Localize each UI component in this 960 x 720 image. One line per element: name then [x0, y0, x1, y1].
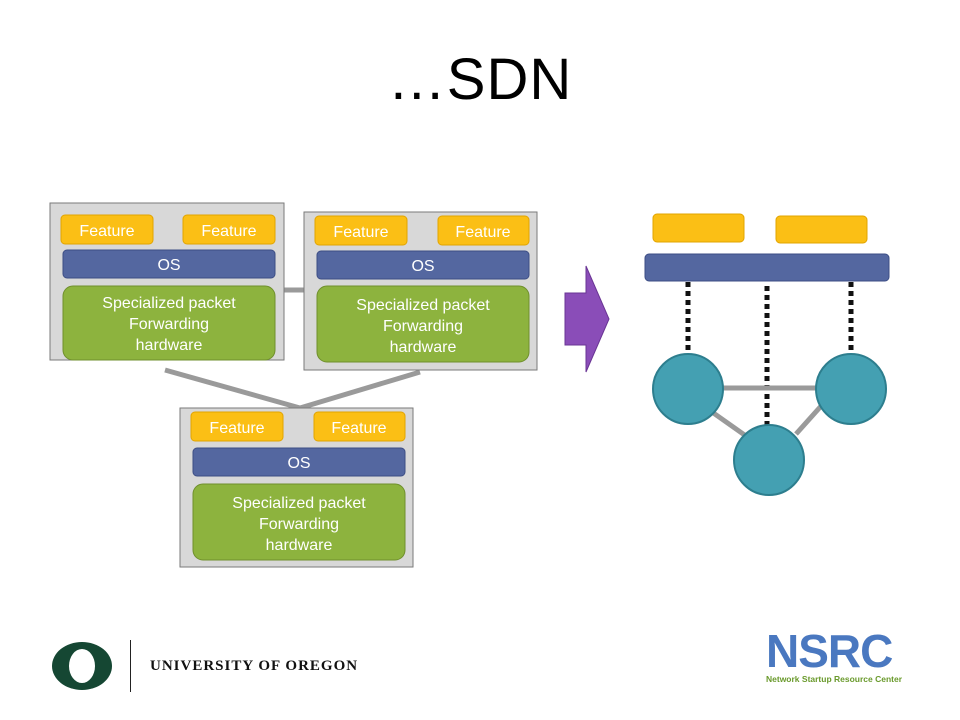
hardware-block: [62, 285, 276, 361]
hardware-label-line3: hardware: [390, 339, 457, 356]
university-name: UNIVERSITY OF OREGON: [150, 658, 359, 674]
link-line-right: [299, 369, 421, 411]
feature-label: Feature: [455, 224, 510, 241]
hardware-label-line2: Forwarding: [129, 316, 209, 333]
feature-label: Feature: [201, 223, 256, 240]
os-label: OS: [411, 258, 434, 275]
hardware-label-line1: Specialized packet: [232, 495, 366, 512]
switch-box-2: Feature Feature OS Specialized packet Fo…: [303, 211, 538, 371]
transition-arrow-icon: [564, 265, 610, 373]
nsrc-logo-subtitle: Network Startup Resource Center: [766, 674, 903, 684]
forwarding-node-left: [652, 353, 724, 425]
feature-label: Feature: [209, 420, 264, 437]
os-bar: [192, 447, 406, 477]
feature-badge: [182, 214, 276, 245]
hardware-label-line3: hardware: [136, 337, 203, 354]
hardware-label-line1: Specialized packet: [356, 297, 490, 314]
feature-badge: [190, 411, 284, 442]
nsrc-logo-text: NSRC: [766, 625, 893, 677]
nsrc-logo: NSRC Network Startup Resource Center: [766, 628, 906, 684]
feature-label: Feature: [333, 224, 388, 241]
os-label: OS: [287, 455, 310, 472]
os-bar: [316, 250, 530, 280]
controller-bar: [644, 253, 890, 282]
os-bar: [62, 249, 276, 279]
hardware-block: [192, 483, 406, 561]
os-label: OS: [157, 257, 180, 274]
feature-badge: [437, 215, 530, 246]
feature-badge: [314, 215, 408, 246]
hardware-label-line2: Forwarding: [259, 516, 339, 533]
forwarding-node-bottom: [733, 424, 805, 496]
hardware-label-line2: Forwarding: [383, 318, 463, 335]
data-link-left: [710, 409, 748, 439]
forwarding-node-right: [815, 353, 887, 425]
link-line-left: [164, 367, 301, 411]
feature-badge: [313, 411, 406, 442]
hardware-block: [316, 285, 530, 363]
feature-badge: [60, 214, 154, 245]
slide-title: …SDN: [387, 47, 573, 112]
app-block-left: [652, 213, 745, 243]
switch-box-3: Feature Feature OS Specialized packet Fo…: [179, 407, 414, 568]
feature-label: Feature: [331, 420, 386, 437]
university-o-logo-icon: [52, 642, 112, 690]
data-link-right: [794, 403, 824, 436]
hardware-label-line3: hardware: [266, 537, 333, 554]
switch-box-1: Feature Feature OS Specialized packet Fo…: [49, 202, 285, 361]
hardware-label-line1: Specialized packet: [102, 295, 236, 312]
footer-divider: [130, 640, 131, 692]
app-block-right: [775, 215, 868, 244]
feature-label: Feature: [79, 223, 134, 240]
